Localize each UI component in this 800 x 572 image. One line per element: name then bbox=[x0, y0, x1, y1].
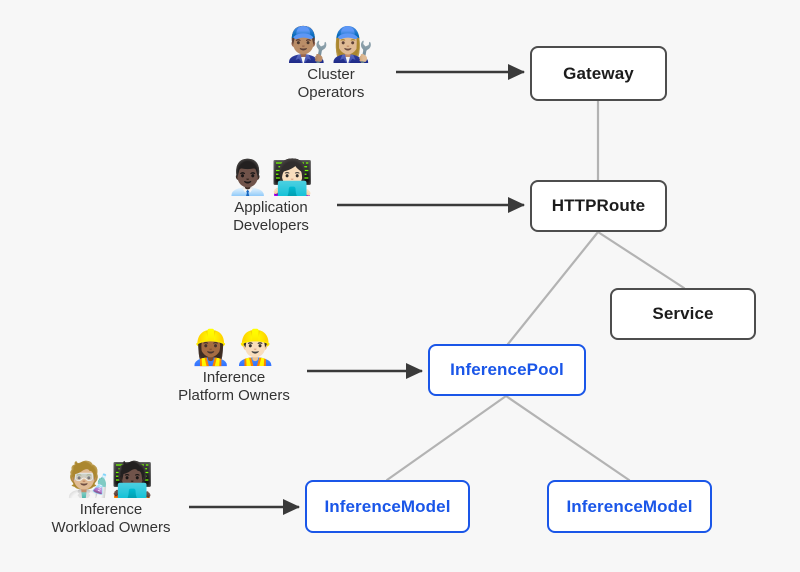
resource-box-inferencepool[interactable]: InferencePool bbox=[428, 344, 586, 396]
connector-httproute-service bbox=[596, 230, 686, 290]
inferencepool-label: InferencePool bbox=[450, 360, 564, 379]
inference-workload-owners-emoji: 🧑🏼‍🔬🧑🏿‍💻 bbox=[66, 460, 156, 500]
role-cluster-operators[interactable]: 👨🏽‍🔧👩🏼‍🔧 Cluster Operators bbox=[231, 25, 431, 103]
resource-box-inferencemodel-1[interactable]: InferenceModel bbox=[305, 480, 470, 533]
connector-inferencepool-inferencemodel-1 bbox=[385, 394, 508, 482]
connector-httproute-inferencepool bbox=[506, 230, 600, 346]
httproute-label: HTTPRoute bbox=[551, 196, 646, 215]
inference-platform-owners-emoji: 👷🏾‍♀️👷🏻‍♂️ bbox=[189, 328, 279, 368]
cluster-operators-label: Cluster Operators bbox=[297, 65, 365, 102]
inference-platform-owners-label: Inference Platform Owners bbox=[178, 368, 290, 405]
application-developers-label: Application Developers bbox=[233, 198, 309, 235]
resource-box-inferencemodel-2[interactable]: InferenceModel bbox=[547, 480, 712, 533]
inferencemodel-1-label: InferenceModel bbox=[324, 496, 451, 516]
inference-workload-owners-label: Inference Workload Owners bbox=[51, 500, 171, 537]
connector-inferencepool-inferencemodel-2 bbox=[504, 394, 631, 482]
gateway-label: Gateway bbox=[563, 63, 634, 83]
cluster-operators-emoji: 👨🏽‍🔧👩🏼‍🔧 bbox=[286, 25, 376, 65]
resource-box-httproute[interactable]: HTTPRoute bbox=[530, 180, 667, 232]
resource-box-service[interactable]: Service bbox=[610, 288, 756, 340]
role-application-developers[interactable]: 👨🏿‍💼👩🏻‍💻 Application Developers bbox=[171, 158, 371, 236]
role-inference-platform-owners[interactable]: 👷🏾‍♀️👷🏻‍♂️ Inference Platform Owners bbox=[134, 328, 334, 406]
service-label: Service bbox=[652, 304, 714, 323]
role-inference-workload-owners[interactable]: 🧑🏼‍🔬🧑🏿‍💻 Inference Workload Owners bbox=[11, 460, 211, 538]
resource-box-gateway[interactable]: Gateway bbox=[530, 46, 667, 101]
inferencemodel-2-label: InferenceModel bbox=[566, 496, 693, 516]
application-developers-emoji: 👨🏿‍💼👩🏻‍💻 bbox=[226, 158, 316, 198]
